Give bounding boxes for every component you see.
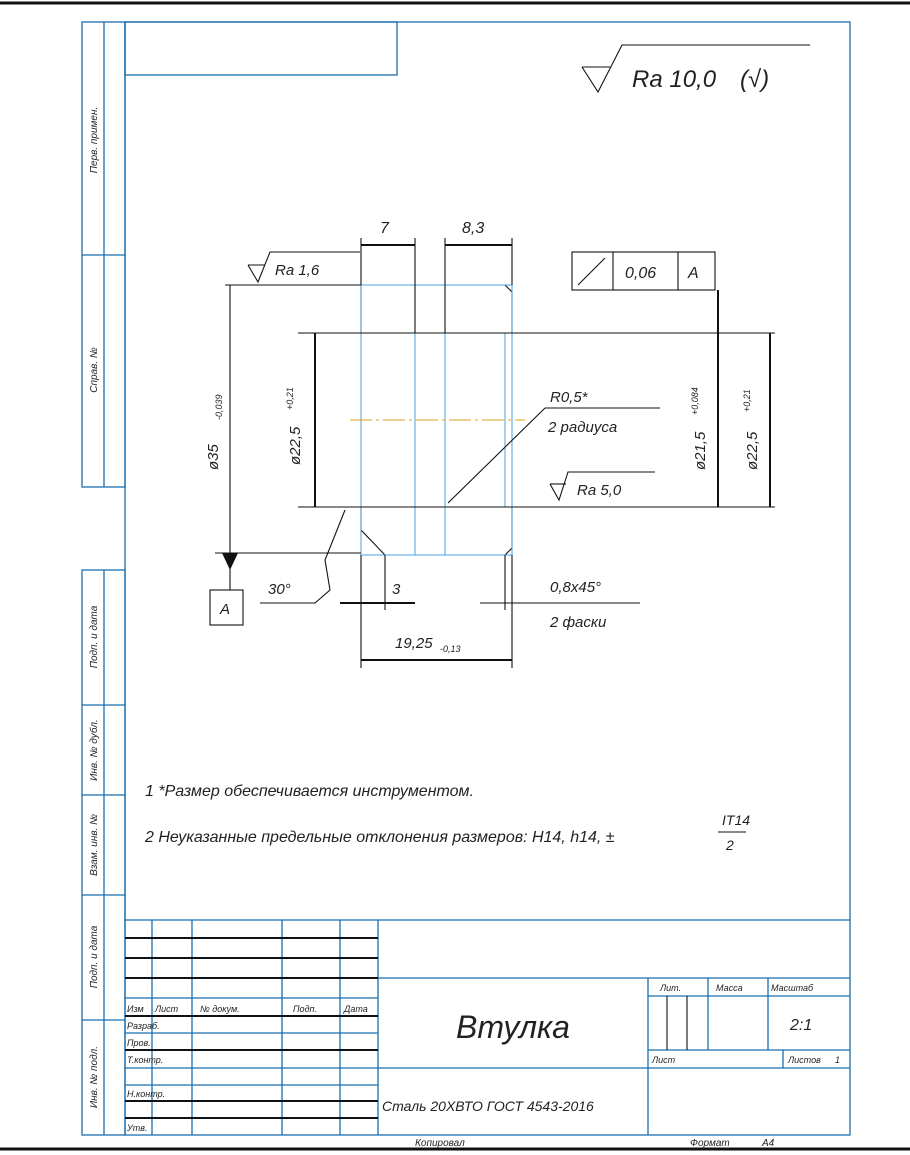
dim-d225-left: ø22,5 bbox=[287, 426, 304, 465]
sheets-value: 1 bbox=[835, 1055, 840, 1065]
scale-label: Масштаб bbox=[771, 983, 814, 993]
dim-d225-right: ø22,5 bbox=[744, 431, 761, 470]
roughness-ra16: Ra 1,6 bbox=[275, 262, 320, 279]
dim-19-25-tol: -0,13 bbox=[440, 644, 461, 654]
bottom-dimensions: 30° 3 0,8x45° 2 фаски 19,25 -0,13 bbox=[260, 509, 640, 668]
dim-d35: ø35 bbox=[205, 443, 222, 470]
radius-note: 2 радиуса bbox=[547, 419, 617, 436]
roughness-value: Ra 10,0 bbox=[632, 66, 717, 93]
dim-3: 3 bbox=[392, 581, 401, 598]
part-title: Втулка bbox=[456, 1009, 570, 1045]
dim-7: 7 bbox=[380, 220, 390, 237]
sheets-label: Листов bbox=[787, 1055, 821, 1065]
top-left-box bbox=[124, 21, 398, 76]
runout-arrow-icon bbox=[577, 257, 606, 286]
header-list: Лист bbox=[154, 1004, 179, 1014]
dim-19-25: 19,25 bbox=[395, 635, 433, 652]
dim-8-3: 8,3 bbox=[462, 220, 484, 237]
note-fraction-num: IT14 bbox=[722, 812, 750, 828]
chamfer-label: 0,8x45° bbox=[550, 579, 601, 596]
tolerance-value: 0,06 bbox=[625, 265, 656, 282]
role-norm-control: Н.контр. bbox=[127, 1089, 165, 1099]
dim-d225-left-tol: +0,21 bbox=[285, 387, 295, 410]
format-value: А4 bbox=[761, 1138, 775, 1149]
dim-d215-tol: +0,084 bbox=[690, 387, 700, 415]
technical-notes: 1 *Размер обеспечивается инструментом. 2… bbox=[144, 783, 750, 853]
note-1: 1 *Размер обеспечивается инструментом. bbox=[145, 783, 474, 800]
header-doc: № докум. bbox=[200, 1004, 240, 1014]
strip-label: Взам. инв. № bbox=[89, 814, 100, 876]
strip-label: Подп. и дата bbox=[89, 605, 100, 668]
part-section bbox=[298, 284, 775, 556]
strip-label: Перв. примен. bbox=[89, 107, 100, 173]
dim-d225-right-tol: +0,21 bbox=[742, 389, 752, 412]
roughness-suffix: (√) bbox=[740, 66, 769, 93]
dim-d215: ø21,5 bbox=[692, 431, 709, 470]
strip-label: Подп. и дата bbox=[89, 925, 100, 988]
header-date: Дата bbox=[343, 1004, 368, 1014]
strip-label: Инв. № дубл. bbox=[88, 719, 100, 781]
material: Сталь 20ХВТО ГОСТ 4543-2016 bbox=[382, 1098, 594, 1114]
role-tech-control: Т.контр. bbox=[127, 1055, 163, 1065]
runout-tolerance-frame: 0,06 A bbox=[571, 251, 716, 291]
role-developer: Разраб. bbox=[127, 1021, 160, 1031]
copied-label: Копировал bbox=[415, 1138, 465, 1149]
header-izm: Изм bbox=[127, 1004, 144, 1014]
drawing-frame bbox=[124, 21, 851, 1136]
scale-value: 2:1 bbox=[789, 1017, 812, 1034]
format-label: Формат bbox=[690, 1138, 730, 1149]
dim-d35-tol: -0,039 bbox=[214, 394, 224, 420]
lit-label: Лит. bbox=[659, 983, 681, 993]
mass-label: Масса bbox=[716, 983, 743, 993]
datum-triangle bbox=[222, 553, 238, 570]
header-sign: Подп. bbox=[293, 1004, 317, 1014]
note-2: 2 Неуказанные предельные отклонения разм… bbox=[144, 829, 615, 846]
outer-diameter-dimension: Ra 1,6 ø35 -0,039 A bbox=[205, 251, 361, 626]
role-checker: Пров. bbox=[127, 1038, 151, 1048]
chamfer-note: 2 фаски bbox=[549, 614, 607, 631]
general-roughness: Ra 10,0 (√) bbox=[581, 44, 810, 94]
bore-dimensions: ø22,5 +0,21 ø21,5 +0,084 ø22,5 +0,21 bbox=[285, 290, 771, 507]
strip-label: Инв. № подл. bbox=[89, 1046, 100, 1108]
radius-label: R0,5* bbox=[550, 389, 589, 406]
strip-label: Справ. № bbox=[89, 347, 100, 393]
datum-label: A bbox=[219, 601, 230, 618]
angle-label: 30° bbox=[268, 581, 291, 598]
title-block: Изм Лист № докум. Подп. Дата Разраб. Про… bbox=[125, 919, 850, 1149]
tolerance-datum: A bbox=[687, 265, 699, 282]
dimension-widths: 7 8,3 bbox=[360, 220, 513, 333]
side-strip: Перв. примен. Справ. № Подп. и дата Инв.… bbox=[81, 21, 126, 1136]
note-fraction-den: 2 bbox=[725, 837, 734, 853]
role-approved: Утв. bbox=[126, 1123, 147, 1133]
roughness-ra50: Ra 5,0 bbox=[577, 482, 622, 499]
radius-callout: R0,5* 2 радиуса Ra 5,0 bbox=[447, 389, 660, 504]
sheet-label: Лист bbox=[651, 1055, 676, 1065]
